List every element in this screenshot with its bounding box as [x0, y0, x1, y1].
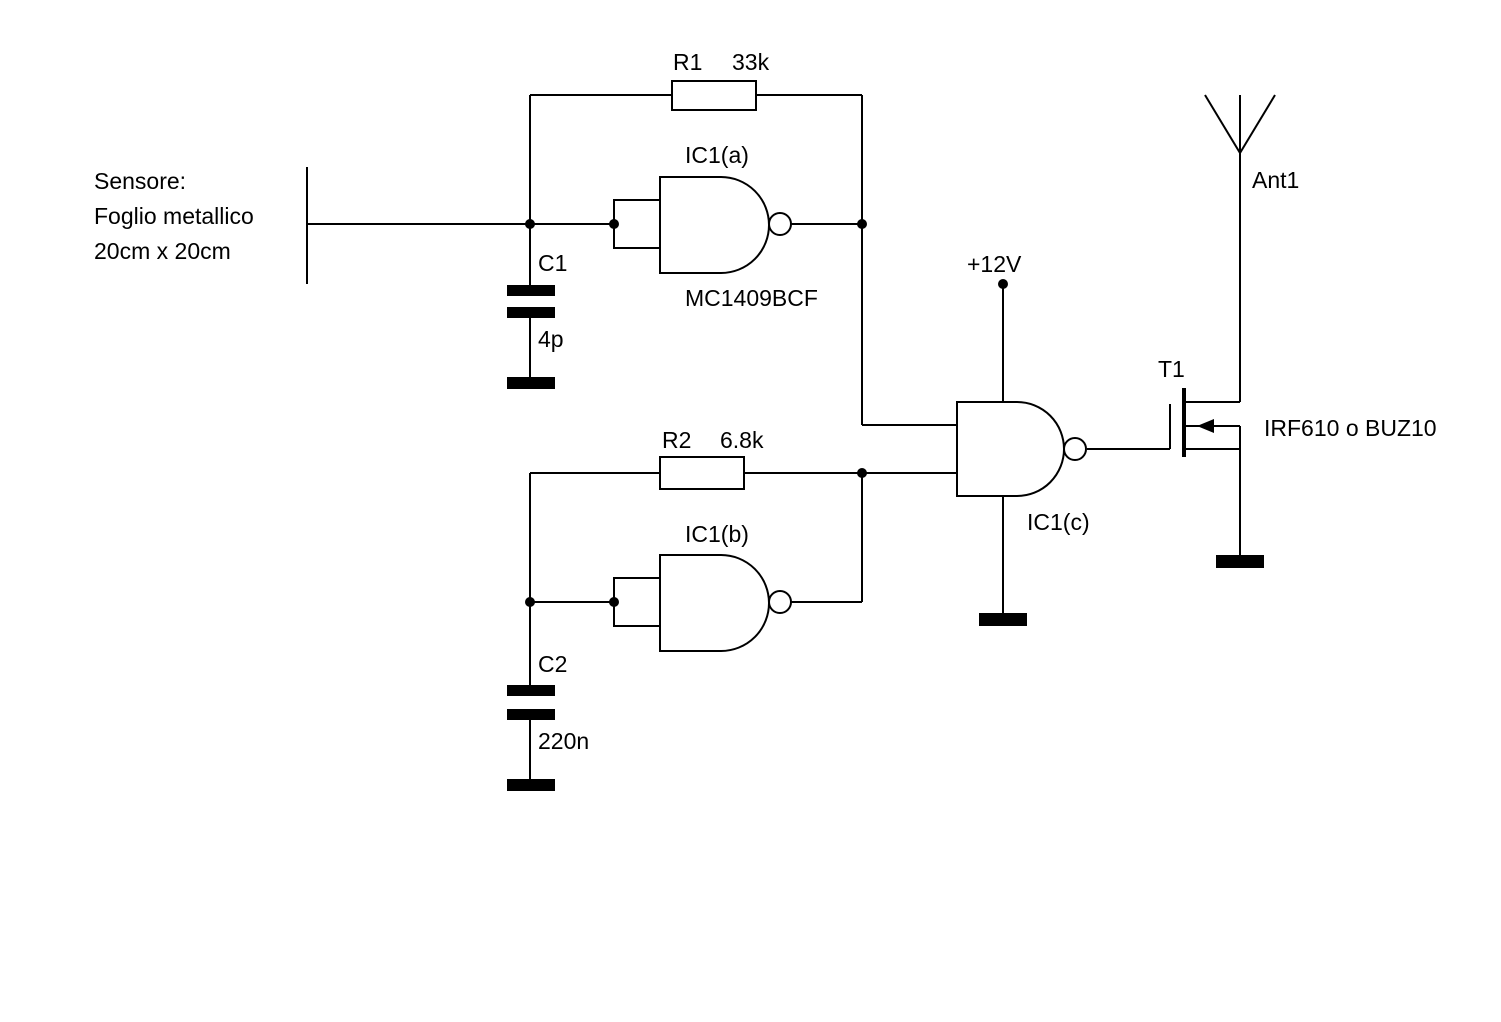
ic1a-inverter-bubble — [768, 212, 792, 236]
t1-part-label: IRF610 o BUZ10 — [1264, 415, 1437, 441]
t1-ground-symbol — [1216, 555, 1264, 568]
r1-loop-wires — [529, 94, 863, 224]
junction-dot — [609, 219, 619, 229]
ic1a-nand-gate — [659, 176, 770, 274]
ic1a-part-label: MC1409BCF — [685, 285, 818, 311]
c2-capacitor — [507, 602, 555, 780]
ic1c-ref-label: IC1(c) — [1027, 509, 1090, 535]
c2-ground-symbol — [507, 779, 555, 791]
ic1a-ref-label: IC1(a) — [685, 142, 749, 168]
junction-dot — [609, 597, 619, 607]
t1-mosfet — [1169, 153, 1241, 560]
junction-dot — [857, 219, 867, 229]
ic1c-nand-gate — [956, 401, 1065, 497]
c1-value-label: 4p — [538, 326, 564, 352]
ic1c-inverter-bubble — [1063, 437, 1087, 461]
ic1b-nand-gate — [659, 554, 770, 652]
sensor-label-line2: Foglio metallico — [94, 203, 254, 229]
supply-terminal-dot — [998, 279, 1008, 289]
r1-ref-label: R1 — [673, 49, 702, 75]
t1-ref-label: T1 — [1158, 356, 1185, 382]
r2-resistor — [659, 456, 745, 490]
ic1b-ref-label: IC1(b) — [685, 521, 749, 547]
junction-dot — [525, 597, 535, 607]
antenna-icon — [1204, 94, 1276, 154]
c1-ground-symbol — [507, 377, 555, 389]
ic1c-wires — [861, 224, 1170, 614]
c2-value-label: 220n — [538, 728, 589, 754]
supply-label: +12V — [967, 251, 1022, 277]
junction-dot — [857, 468, 867, 478]
r1-resistor — [671, 80, 757, 111]
sensor-label-line3: 20cm x 20cm — [94, 238, 231, 264]
antenna-ref-label: Ant1 — [1252, 167, 1299, 193]
r2-loop-wires — [529, 472, 863, 602]
ic1c-ground-symbol — [979, 613, 1027, 626]
c2-ref-label: C2 — [538, 651, 567, 677]
r2-value-label: 6.8k — [720, 427, 764, 453]
sensor-plate — [306, 167, 530, 284]
sensor-label-line1: Sensore: — [94, 168, 186, 194]
r1-value-label: 33k — [732, 49, 770, 75]
c1-ref-label: C1 — [538, 250, 567, 276]
junction-dot — [525, 219, 535, 229]
ic1b-inverter-bubble — [768, 590, 792, 614]
c1-capacitor — [507, 224, 555, 378]
r2-ref-label: R2 — [662, 427, 691, 453]
